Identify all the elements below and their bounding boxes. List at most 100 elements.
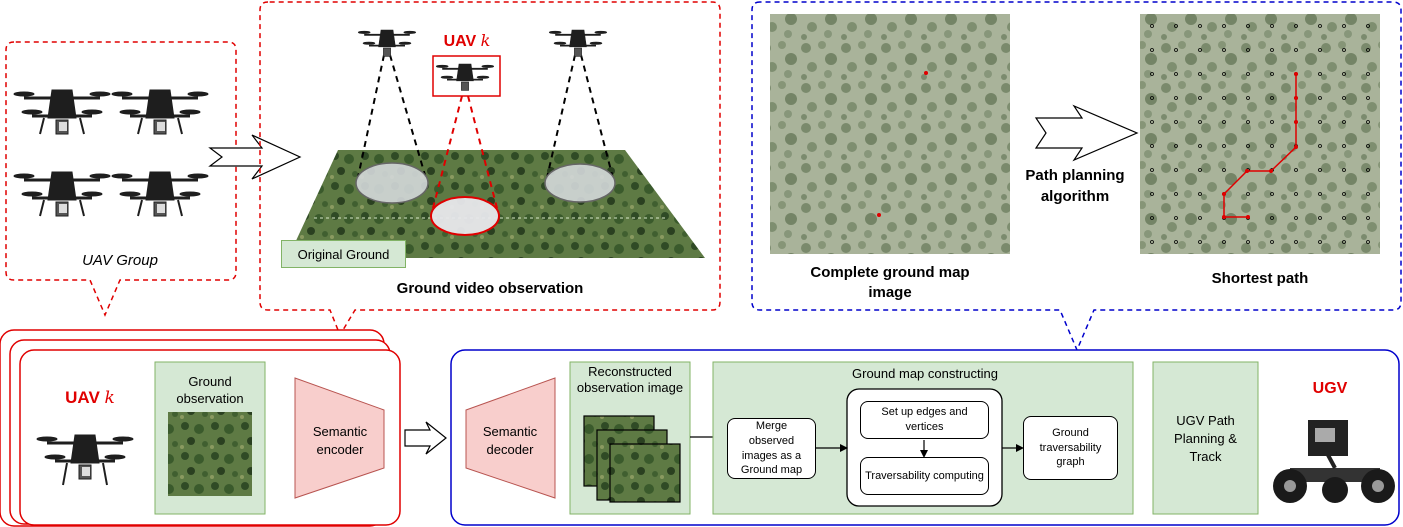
drone-icon — [13, 171, 111, 217]
grid-vertex — [1150, 96, 1154, 100]
grid-vertex — [1318, 240, 1322, 244]
grid-vertex — [1174, 48, 1178, 52]
grid-vertex — [1222, 144, 1226, 148]
grid-vertex — [1270, 120, 1274, 124]
grid-vertex — [1198, 192, 1202, 196]
grid-vertex — [1150, 72, 1154, 76]
ugv-title: UGV — [1312, 380, 1348, 397]
grid-vertex — [1294, 48, 1298, 52]
grid-vertex — [1222, 72, 1226, 76]
ground-observation-label: Ground observation — [176, 374, 244, 406]
drone-icon — [36, 434, 134, 486]
drone-icon — [111, 171, 209, 217]
drone-icon — [548, 29, 608, 57]
shortest-path-line — [1223, 74, 1297, 217]
observation-caption: Ground video observation — [396, 280, 584, 297]
ugv-path-planning-label: UGV Path Planning & Track — [1174, 413, 1237, 465]
grid-vertex — [1270, 144, 1274, 148]
grid-vertex — [1342, 240, 1346, 244]
ugv-path-planning-box — [1152, 361, 1259, 515]
grid-vertex — [1318, 192, 1322, 196]
original-ground-tag: Original Ground — [281, 240, 406, 268]
edges-box: Set up edges and vertices — [860, 401, 989, 439]
grid-vertex — [1366, 168, 1370, 172]
grid-vertex — [1318, 216, 1322, 220]
grid-vertex — [1174, 24, 1178, 28]
grid-vertex — [1150, 240, 1154, 244]
grid-vertex — [1294, 216, 1298, 220]
grid-vertex — [1222, 24, 1226, 28]
grid-vertex — [1246, 240, 1250, 244]
grid-vertex — [1174, 144, 1178, 148]
grid-vertex — [1222, 96, 1226, 100]
grid-vertex — [1246, 72, 1250, 76]
uav-k-module-title: UAV k — [65, 388, 115, 408]
drone-icon — [111, 89, 209, 135]
grid-vertex — [1150, 216, 1154, 220]
observation-area-uav-k — [430, 196, 500, 236]
semantic-encoder-label: Semantic encoder — [312, 424, 368, 458]
grid-vertex — [1342, 120, 1346, 124]
complete-map-image — [770, 14, 1010, 254]
grid-vertex — [1150, 120, 1154, 124]
complete-map-caption: Complete ground map image — [810, 264, 970, 302]
grid-vertex — [1150, 168, 1154, 172]
grid-vertex — [1198, 120, 1202, 124]
traversability-box: Traversability computing — [860, 457, 989, 495]
drone-icon — [435, 63, 495, 91]
grid-vertex — [1294, 192, 1298, 196]
grid-vertex — [1342, 144, 1346, 148]
grid-vertex — [1342, 216, 1346, 220]
path-planning-caption: Path planning algorithm — [1025, 167, 1125, 205]
grid-vertex — [1198, 72, 1202, 76]
shortest-path-caption: Shortest path — [1211, 270, 1309, 287]
grid-vertex — [1198, 168, 1202, 172]
grid-vertex — [1270, 96, 1274, 100]
grid-vertex — [1222, 168, 1226, 172]
grid-vertex — [1174, 168, 1178, 172]
semantic-encoder — [294, 377, 385, 499]
path-planning-callout — [751, 1, 1402, 352]
graph-box: Ground traversability graph — [1023, 416, 1118, 480]
grid-vertex — [1174, 192, 1178, 196]
grid-vertex — [1174, 120, 1178, 124]
grid-vertex — [1294, 168, 1298, 172]
grid-vertex — [1198, 96, 1202, 100]
grid-vertex — [1246, 96, 1250, 100]
uav-group-label: UAV Group — [82, 252, 158, 269]
grid-vertex — [1246, 144, 1250, 148]
grid-vertex — [1318, 120, 1322, 124]
uav-k-title: UAV k — [443, 31, 491, 50]
grid-vertex — [1366, 120, 1370, 124]
grid-vertex — [1270, 216, 1274, 220]
grid-vertex — [1342, 72, 1346, 76]
observation-area — [544, 163, 616, 203]
hollow-arrow-icon — [404, 421, 447, 455]
grid-vertex — [1318, 144, 1322, 148]
merge-box: Merge observed images as a Ground map — [727, 418, 816, 479]
observation-callout — [259, 1, 721, 337]
grid-vertex — [1174, 72, 1178, 76]
grid-vertex — [1318, 96, 1322, 100]
grid-vertex — [1318, 168, 1322, 172]
grid-vertex — [1366, 72, 1370, 76]
semantic-decoder-label: Semantic decoder — [482, 424, 538, 458]
grid-vertex — [1294, 24, 1298, 28]
grid-vertex — [1174, 240, 1178, 244]
grid-vertex — [1270, 72, 1274, 76]
grid-vertex — [1150, 192, 1154, 196]
grid-vertex — [1150, 48, 1154, 52]
grid-vertex — [1246, 24, 1250, 28]
hollow-arrow-icon — [208, 134, 302, 180]
ugv-vehicle-icon — [1273, 420, 1395, 503]
grid-vertex — [1150, 24, 1154, 28]
uav-group-callout — [5, 41, 237, 317]
grid-vertex — [1366, 24, 1370, 28]
grid-vertex — [1174, 96, 1178, 100]
grid-vertex — [1198, 24, 1202, 28]
grid-vertex — [1198, 240, 1202, 244]
observation-area — [355, 162, 429, 204]
hollow-arrow-icon — [1034, 104, 1139, 162]
grid-vertex — [1198, 144, 1202, 148]
